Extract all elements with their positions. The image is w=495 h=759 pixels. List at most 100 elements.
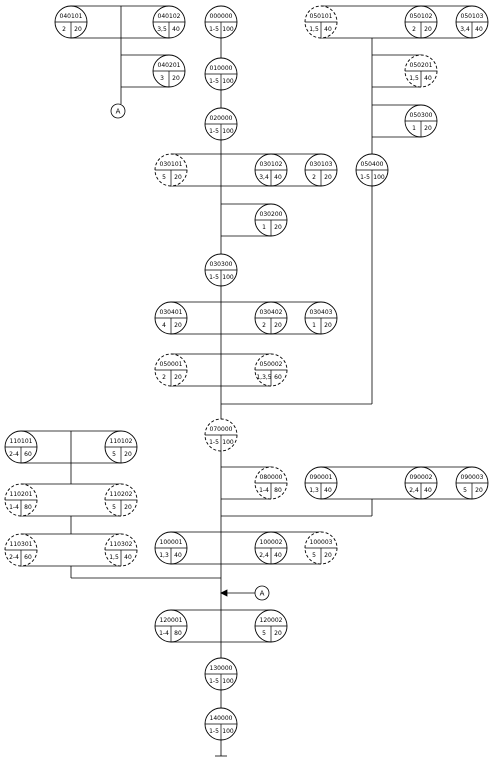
- node-value-left: 2,4: [409, 487, 419, 494]
- node-id-label: 050101: [310, 13, 333, 20]
- node-value-right: 20: [174, 374, 182, 381]
- node-value-right: 100: [222, 678, 234, 685]
- node-id-label: 110101: [10, 438, 33, 445]
- node-id-label: 090002: [410, 474, 433, 481]
- node-value-right: 80: [174, 630, 182, 637]
- node-value-right: 20: [124, 451, 132, 458]
- node-value-right: 40: [274, 174, 282, 181]
- node-id-label: 020000: [210, 115, 233, 122]
- node-value-left: 3: [160, 75, 164, 82]
- node-id-label: 070000: [210, 426, 233, 433]
- reference-connector-refBottom: A: [254, 585, 270, 601]
- node-value-left: 5: [112, 504, 116, 511]
- node-id-label: 030300: [210, 261, 233, 268]
- connector-lines: [21, 5, 472, 757]
- node-id-label: 040201: [158, 62, 181, 69]
- node-value-left: 1: [412, 125, 416, 132]
- node-value-right: 60: [24, 554, 32, 561]
- reference-circle: [254, 585, 270, 601]
- node-id-label: 030403: [310, 309, 333, 316]
- node-id-label: 090001: [310, 474, 333, 481]
- node-value-left: 1,5: [409, 75, 419, 82]
- node-value-right: 20: [274, 630, 282, 637]
- node-value-right: 100: [222, 439, 234, 446]
- node-value-left: 3,4: [460, 26, 470, 33]
- node-value-right: 40: [172, 26, 180, 33]
- node-value-right: 20: [324, 174, 332, 181]
- node-id-label: 030101: [160, 161, 183, 168]
- node-value-right: 100: [222, 274, 234, 281]
- node-value-left: 1-5: [209, 728, 219, 735]
- node-value-left: 2: [412, 26, 416, 33]
- reference-label: A: [260, 590, 265, 598]
- node-value-left: 2-4: [9, 451, 19, 458]
- node-id-label: 100001: [160, 539, 183, 546]
- node-value-right: 100: [222, 728, 234, 735]
- node-id-label: 090003: [461, 474, 484, 481]
- node-value-left: 2-4: [9, 554, 19, 561]
- node-id-label: 080000: [260, 474, 283, 481]
- node-value-left: 3,4: [259, 174, 269, 181]
- node-value-left: 5: [463, 487, 467, 494]
- node-value-right: 40: [424, 487, 432, 494]
- node-id-label: 110201: [10, 491, 33, 498]
- node-id-label: 110202: [110, 491, 133, 498]
- node-090001: 090001 1,3 40: [304, 466, 338, 500]
- node-id-label: 050002: [260, 361, 283, 368]
- node-value-left: 1-5: [209, 274, 219, 281]
- node-id-label: 010000: [210, 65, 233, 72]
- node-id-label: 050001: [160, 361, 183, 368]
- node-value-right: 100: [222, 26, 234, 33]
- reference-circle: [110, 103, 126, 119]
- node-value-right: 40: [174, 552, 182, 559]
- node-id-label: 050201: [410, 62, 433, 69]
- node-120002: 120002 5 20: [254, 609, 288, 643]
- node-id-label: 100002: [260, 539, 283, 546]
- node-id-label: 120002: [260, 617, 283, 624]
- node-id-label: 030102: [260, 161, 283, 168]
- node-value-left: 3,5: [157, 26, 167, 33]
- node-value-left: 1,5: [109, 554, 119, 561]
- node-value-right: 20: [174, 174, 182, 181]
- node-id-label: 120001: [160, 617, 183, 624]
- node-value-right: 80: [24, 504, 32, 511]
- node-value-right: 100: [373, 174, 385, 181]
- node-id-label: 050102: [410, 13, 433, 20]
- node-id-label: 100003: [310, 539, 333, 546]
- node-value-left: 1,3: [309, 487, 319, 494]
- node-id-label: 050103: [461, 13, 484, 20]
- reference-connectors: AA: [110, 103, 270, 601]
- node-value-right: 40: [324, 487, 332, 494]
- node-value-left: 1-5: [209, 26, 219, 33]
- node-value-left: 5: [262, 630, 266, 637]
- node-value-left: 1-5: [209, 128, 219, 135]
- node-id-label: 030402: [260, 309, 283, 316]
- reference-label: A: [116, 108, 121, 116]
- node-value-left: 5: [112, 451, 116, 458]
- node-value-right: 100: [222, 128, 234, 135]
- node-value-left: 5: [162, 174, 166, 181]
- node-value-right: 40: [424, 75, 432, 82]
- node-id-label: 030103: [310, 161, 333, 168]
